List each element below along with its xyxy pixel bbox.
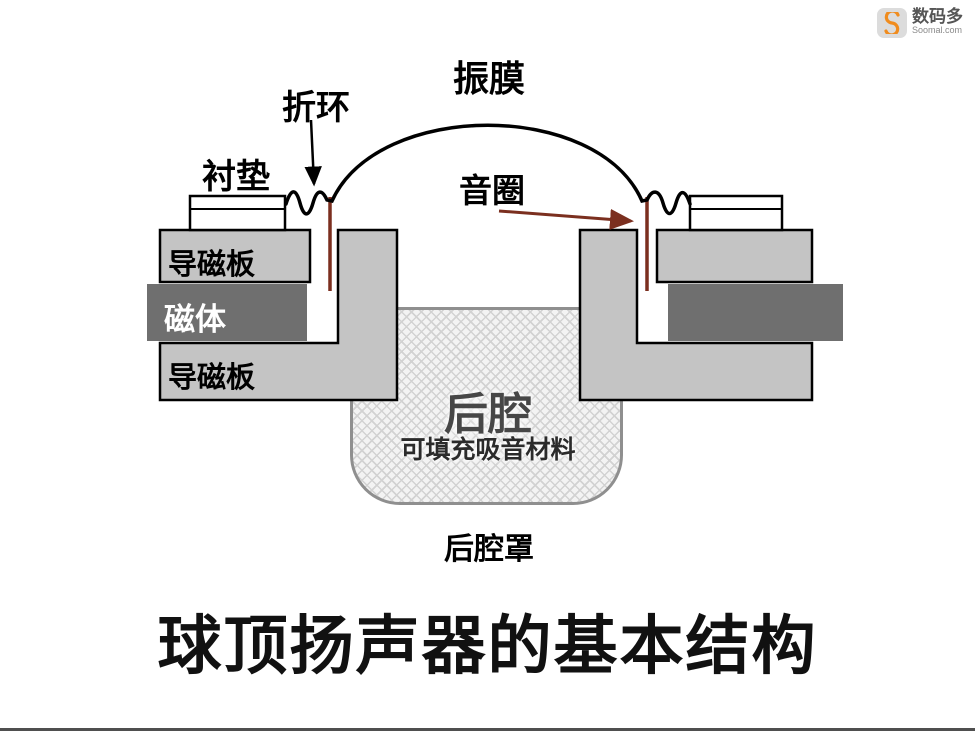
- voice-coil-arrow: [498, 208, 634, 230]
- soomal-logo: 数码多 Soomal.com: [877, 8, 963, 38]
- right-magnet-shape: [668, 284, 843, 341]
- left-top-plate: [158, 228, 312, 284]
- left-gasket-shape: [188, 194, 287, 232]
- soomal-domain-text: Soomal.com: [912, 24, 963, 35]
- right-top-plate: [655, 228, 814, 284]
- soomal-logo-text: 数码多 Soomal.com: [912, 8, 963, 35]
- right-bottom-plate-pole: [578, 228, 814, 402]
- soomal-brand-text: 数码多: [912, 7, 963, 26]
- diaphragm-curve: [284, 123, 692, 216]
- soomal-logo-icon: [877, 8, 907, 38]
- left-bottom-plate-pole: [158, 228, 399, 402]
- surround-arrow: [304, 119, 322, 187]
- right-gasket-shape: [688, 194, 784, 232]
- left-magnet-shape: [147, 284, 307, 341]
- diagram-title: 球顶扬声器的基本结构: [157, 610, 818, 682]
- bottom-edge-bar: [0, 728, 975, 731]
